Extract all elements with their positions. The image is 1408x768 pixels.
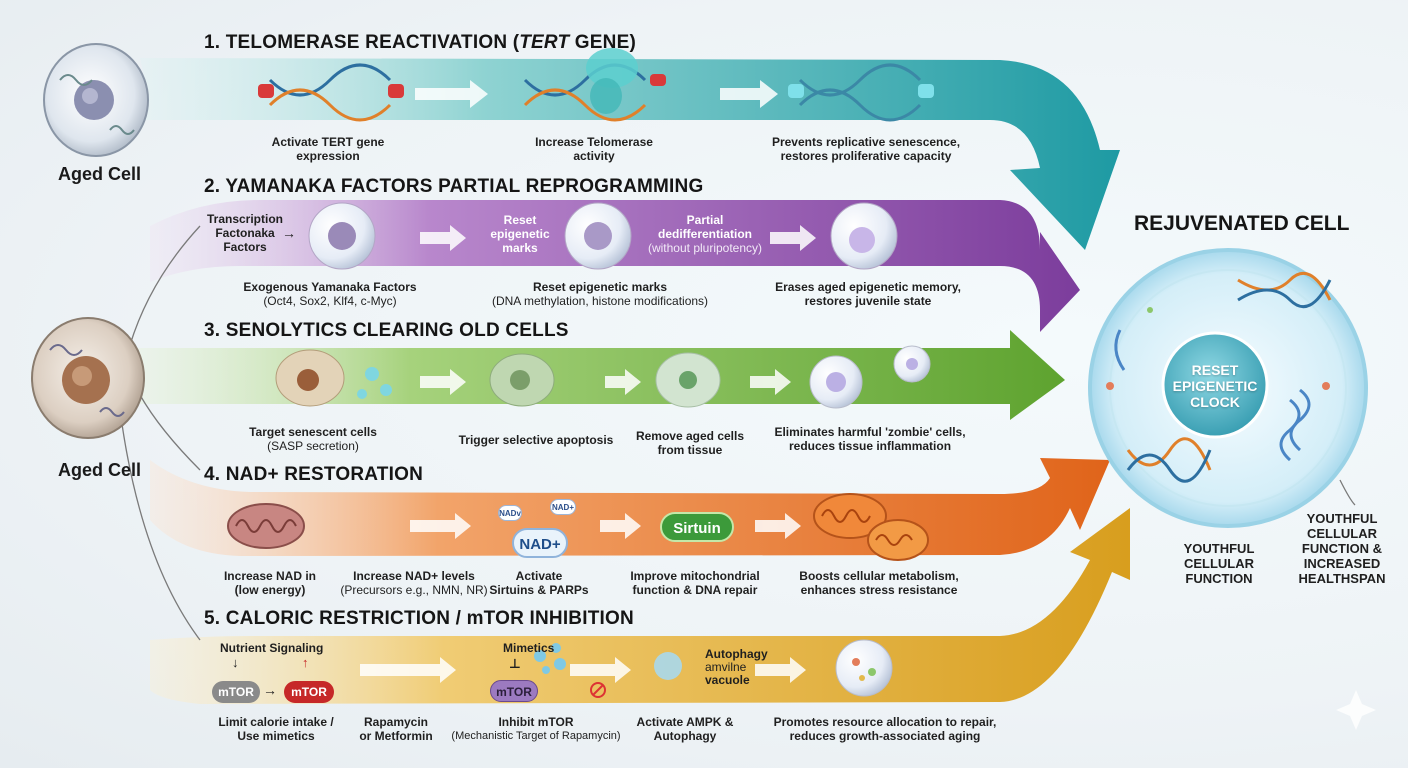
rejuvenated-cell-illustration	[1088, 248, 1368, 528]
mtor-badge-red: mTOR	[284, 681, 334, 703]
pathway-4-title: 4. NAD+ RESTORATION	[204, 464, 423, 485]
pathway-2-step-2: Reset epigenetic marks(DNA methylation, …	[491, 280, 709, 308]
inhibit-bar-icon: ⊥	[509, 656, 521, 671]
senescent-cell-icons	[275, 345, 931, 409]
autophagy-icons	[534, 639, 893, 698]
nad-molecule-badge: NAD+	[512, 528, 568, 558]
pathway-1-step-3: Prevents replicative senescence,restores…	[771, 135, 961, 163]
cell-bubbles-yamanaka	[308, 202, 898, 270]
band-telomerase	[140, 58, 1120, 250]
pathway-3-title: 3. SENOLYTICS CLEARING OLD CELLS	[204, 320, 569, 341]
mimetics-label: Mimetics	[503, 641, 555, 655]
arrow-to-factors-icon: →	[282, 225, 296, 241]
pathway-3-step-1: Target senescent cells(SASP secretion)	[249, 425, 377, 453]
pathway-5-step-5: Promotes resource allocation to repair,r…	[773, 715, 997, 743]
dna-helix-icons	[258, 63, 934, 122]
arrow-right-icon: →	[263, 682, 277, 698]
nad-small-badge-2: NAD+	[550, 499, 576, 515]
telomerase-enzyme-icon	[586, 48, 638, 114]
aged-cell-label-top: Aged Cell	[58, 164, 142, 184]
pathway-5-title: 5. CALORIC RESTRICTION / mTOR INHIBITION	[204, 608, 634, 629]
pathway-1-title: 1. TELOMERASE REACTIVATION (TERT GENE)	[204, 32, 636, 53]
pathway-5-step-4: Activate AMPK &Autophagy	[636, 715, 734, 743]
step-arrows	[360, 80, 816, 683]
mitochondria-icons	[227, 493, 929, 561]
pathway-2-title: 2. YAMANAKA FACTORS PARTIAL REPROGRAMMIN…	[204, 176, 704, 197]
mtor-badge-purple: mTOR	[490, 680, 538, 702]
pathway-5-step-3: Inhibit mTOR(Mechanistic Target of Rapam…	[451, 715, 621, 742]
arrow-down-icon: ↓	[232, 655, 239, 670]
pathway-4-step-2: Increase NAD+ levels(Precursors e.g., NM…	[340, 569, 488, 597]
arrow-up-icon: ↑	[302, 655, 309, 670]
mtor-badge-grey: mTOR	[212, 681, 260, 703]
connector-lines	[119, 225, 1356, 641]
pathway-4-step-1: Increase NAD in(low energy)	[223, 569, 317, 597]
sirtuin-badge: Sirtuin	[660, 512, 734, 542]
pathway-2-step-1: Exogenous Yamanaka Factors(Oct4, Sox2, K…	[243, 280, 417, 308]
nutrient-signaling-label: Nutrient Signaling	[220, 641, 324, 655]
pathway-4-step-5: Boosts cellular metabolism,enhances stre…	[799, 569, 959, 597]
sparkle-icon	[1336, 690, 1376, 730]
pathway-2-step-3: Erases aged epigenetic memory,restores j…	[775, 280, 961, 308]
rejuvenated-cell-title: REJUVENATED CELL	[1134, 212, 1350, 235]
pathway-3-step-4: Eliminates harmful 'zombie' cells,reduce…	[774, 425, 966, 453]
nad-small-badge-1: NADv	[498, 505, 522, 521]
aged-cell-middle-illustration	[31, 317, 145, 439]
aged-cell-top-illustration	[43, 43, 149, 157]
pathway-5-step-1: Limit calorie intake /Use mimetics	[218, 715, 334, 743]
pathway-3-step-2: Trigger selective apoptosis	[458, 433, 614, 447]
aged-cell-label-middle: Aged Cell	[58, 460, 142, 480]
